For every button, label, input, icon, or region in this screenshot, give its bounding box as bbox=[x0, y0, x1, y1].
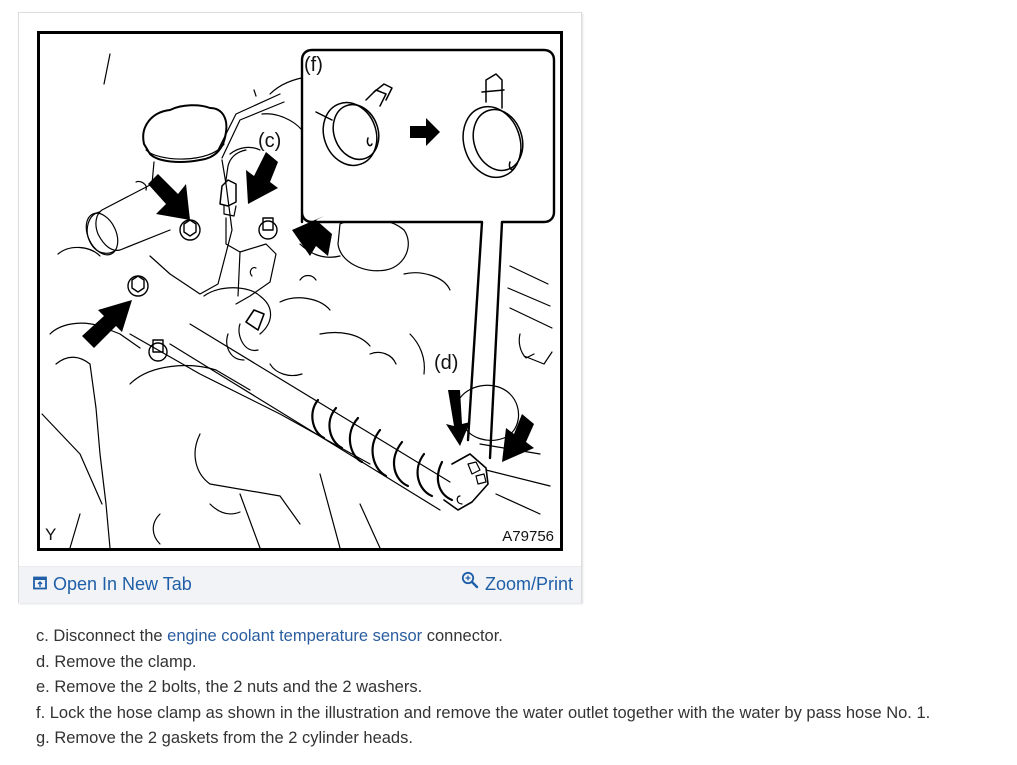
step-c-text: c. Disconnect the bbox=[36, 627, 168, 645]
figure-footer: Open In New Tab Zoom/Print bbox=[19, 566, 581, 603]
open-in-new-tab-label: Open In New Tab bbox=[53, 574, 192, 594]
step-e: e. Remove the 2 bolts, the 2 nuts and th… bbox=[36, 678, 423, 696]
step-d: d. Remove the clamp. bbox=[36, 652, 197, 671]
illustration-code-left: Y bbox=[45, 525, 57, 544]
step-f: f. Lock the hose clamp as shown in the i… bbox=[36, 703, 931, 722]
step-c: c. Disconnect the engine coolant tempera… bbox=[36, 624, 1011, 650]
step-g: g. Remove the 2 gaskets from the 2 cylin… bbox=[36, 729, 413, 747]
step-c-text-end: connector. bbox=[422, 627, 503, 645]
zoom-print-label: Zoom/Print bbox=[484, 574, 573, 594]
open-in-new-tab-link[interactable]: Open In New Tab bbox=[33, 574, 192, 595]
callout-d: (d) bbox=[434, 352, 459, 374]
engine-diagram-drawing bbox=[41, 48, 556, 548]
service-illustration: (f) (c) (d) Y A79756 bbox=[37, 31, 563, 551]
open-in-new-tab-icon bbox=[33, 574, 47, 595]
zoom-in-icon bbox=[461, 571, 479, 594]
callout-f: (f) bbox=[304, 54, 323, 76]
procedure-steps: c. Disconnect the engine coolant tempera… bbox=[36, 624, 1011, 752]
illustration-code-right: A79756 bbox=[502, 528, 554, 545]
figure-card: (f) (c) (d) Y A79756 Open In New Tab bbox=[18, 12, 582, 603]
zoom-print-link[interactable]: Zoom/Print bbox=[461, 570, 573, 595]
callout-c: (c) bbox=[258, 130, 282, 152]
engine-coolant-temperature-sensor-link[interactable]: engine coolant temperature sensor bbox=[167, 627, 423, 645]
